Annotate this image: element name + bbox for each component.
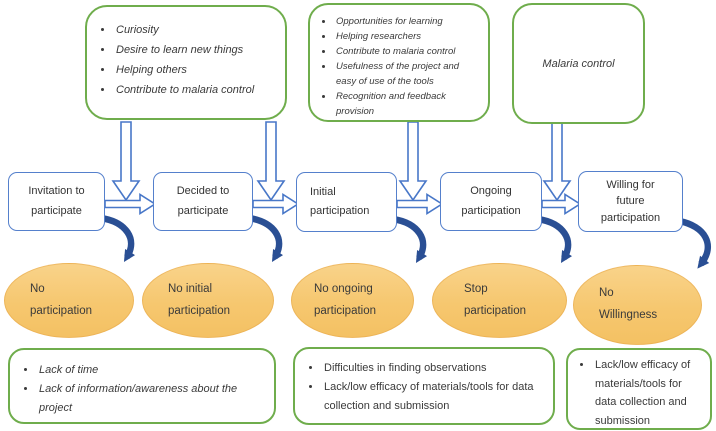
barriers-box-future: Lack/low efficacy of materials/tools for… [566,348,712,430]
stage-ongoing-participation: Ongoing participation [440,172,542,231]
barrier-item: Lack of information/awareness about the … [37,380,266,418]
motivator-item: Contribute to malaria control [114,80,277,100]
flow-arrow-right-icon [396,193,444,215]
motivator-item: Recognition and feedback provision [334,89,480,119]
dropout-arrow-icon [537,215,573,263]
motivator-item: Contribute to malaria control [334,44,480,59]
barriers-box-participation: Difficulties in finding observations Lac… [293,347,555,425]
motivation-arrow-down-icon [111,121,141,202]
motivators-box-invitation: Curiosity Desire to learn new things Hel… [85,5,287,120]
flow-arrow-right-icon [104,193,157,215]
flow-arrow-right-icon [541,193,582,215]
barrier-list: Difficulties in finding observations Lac… [295,359,553,416]
stage-invitation-to-participate: Invitation to participate [8,172,105,231]
barrier-item: Lack of time [37,361,266,380]
motivator-item: Helping researchers [334,29,480,44]
motivation-arrow-down-icon [256,121,286,202]
motivator-item: Desire to learn new things [114,40,277,60]
dropout-arrow-icon [248,214,284,262]
dropout-arrow-icon [100,214,136,262]
motivation-arrow-down-icon [542,121,572,202]
flow-arrow-right-icon [252,193,300,215]
motivator-list: Curiosity Desire to learn new things Hel… [87,20,285,100]
motivator-label: Malaria control [542,57,615,70]
motivator-item: Usefulness of the project and easy of us… [334,59,480,89]
motivator-item: Helping others [114,60,277,80]
barrier-item: Lack/low efficacy of materials/tools for… [593,356,702,430]
motivation-arrow-down-icon [398,121,428,202]
motivator-list: Opportunities for learning Helping resea… [310,14,488,119]
motivators-box-ongoing: Opportunities for learning Helping resea… [308,3,490,122]
barriers-box-invitation: Lack of time Lack of information/awarene… [8,348,276,424]
dropout-arrow-icon [678,217,711,269]
stage-decided-to-participate: Decided to participate [153,172,253,231]
motivators-box-future: Malaria control [512,3,645,124]
motivator-item: Curiosity [114,20,277,40]
stage-willing-future-participation: Willing for future participation [578,171,683,232]
dropout-arrow-icon [392,215,428,263]
motivator-item: Opportunities for learning [334,14,480,29]
barrier-item: Difficulties in finding observations [322,359,545,378]
barrier-list: Lack/low efficacy of materials/tools for… [568,356,710,430]
barrier-item: Lack/low efficacy of materials/tools for… [322,378,545,416]
stage-initial-participation: Initial participation [296,172,397,232]
barrier-list: Lack of time Lack of information/awarene… [10,361,274,418]
